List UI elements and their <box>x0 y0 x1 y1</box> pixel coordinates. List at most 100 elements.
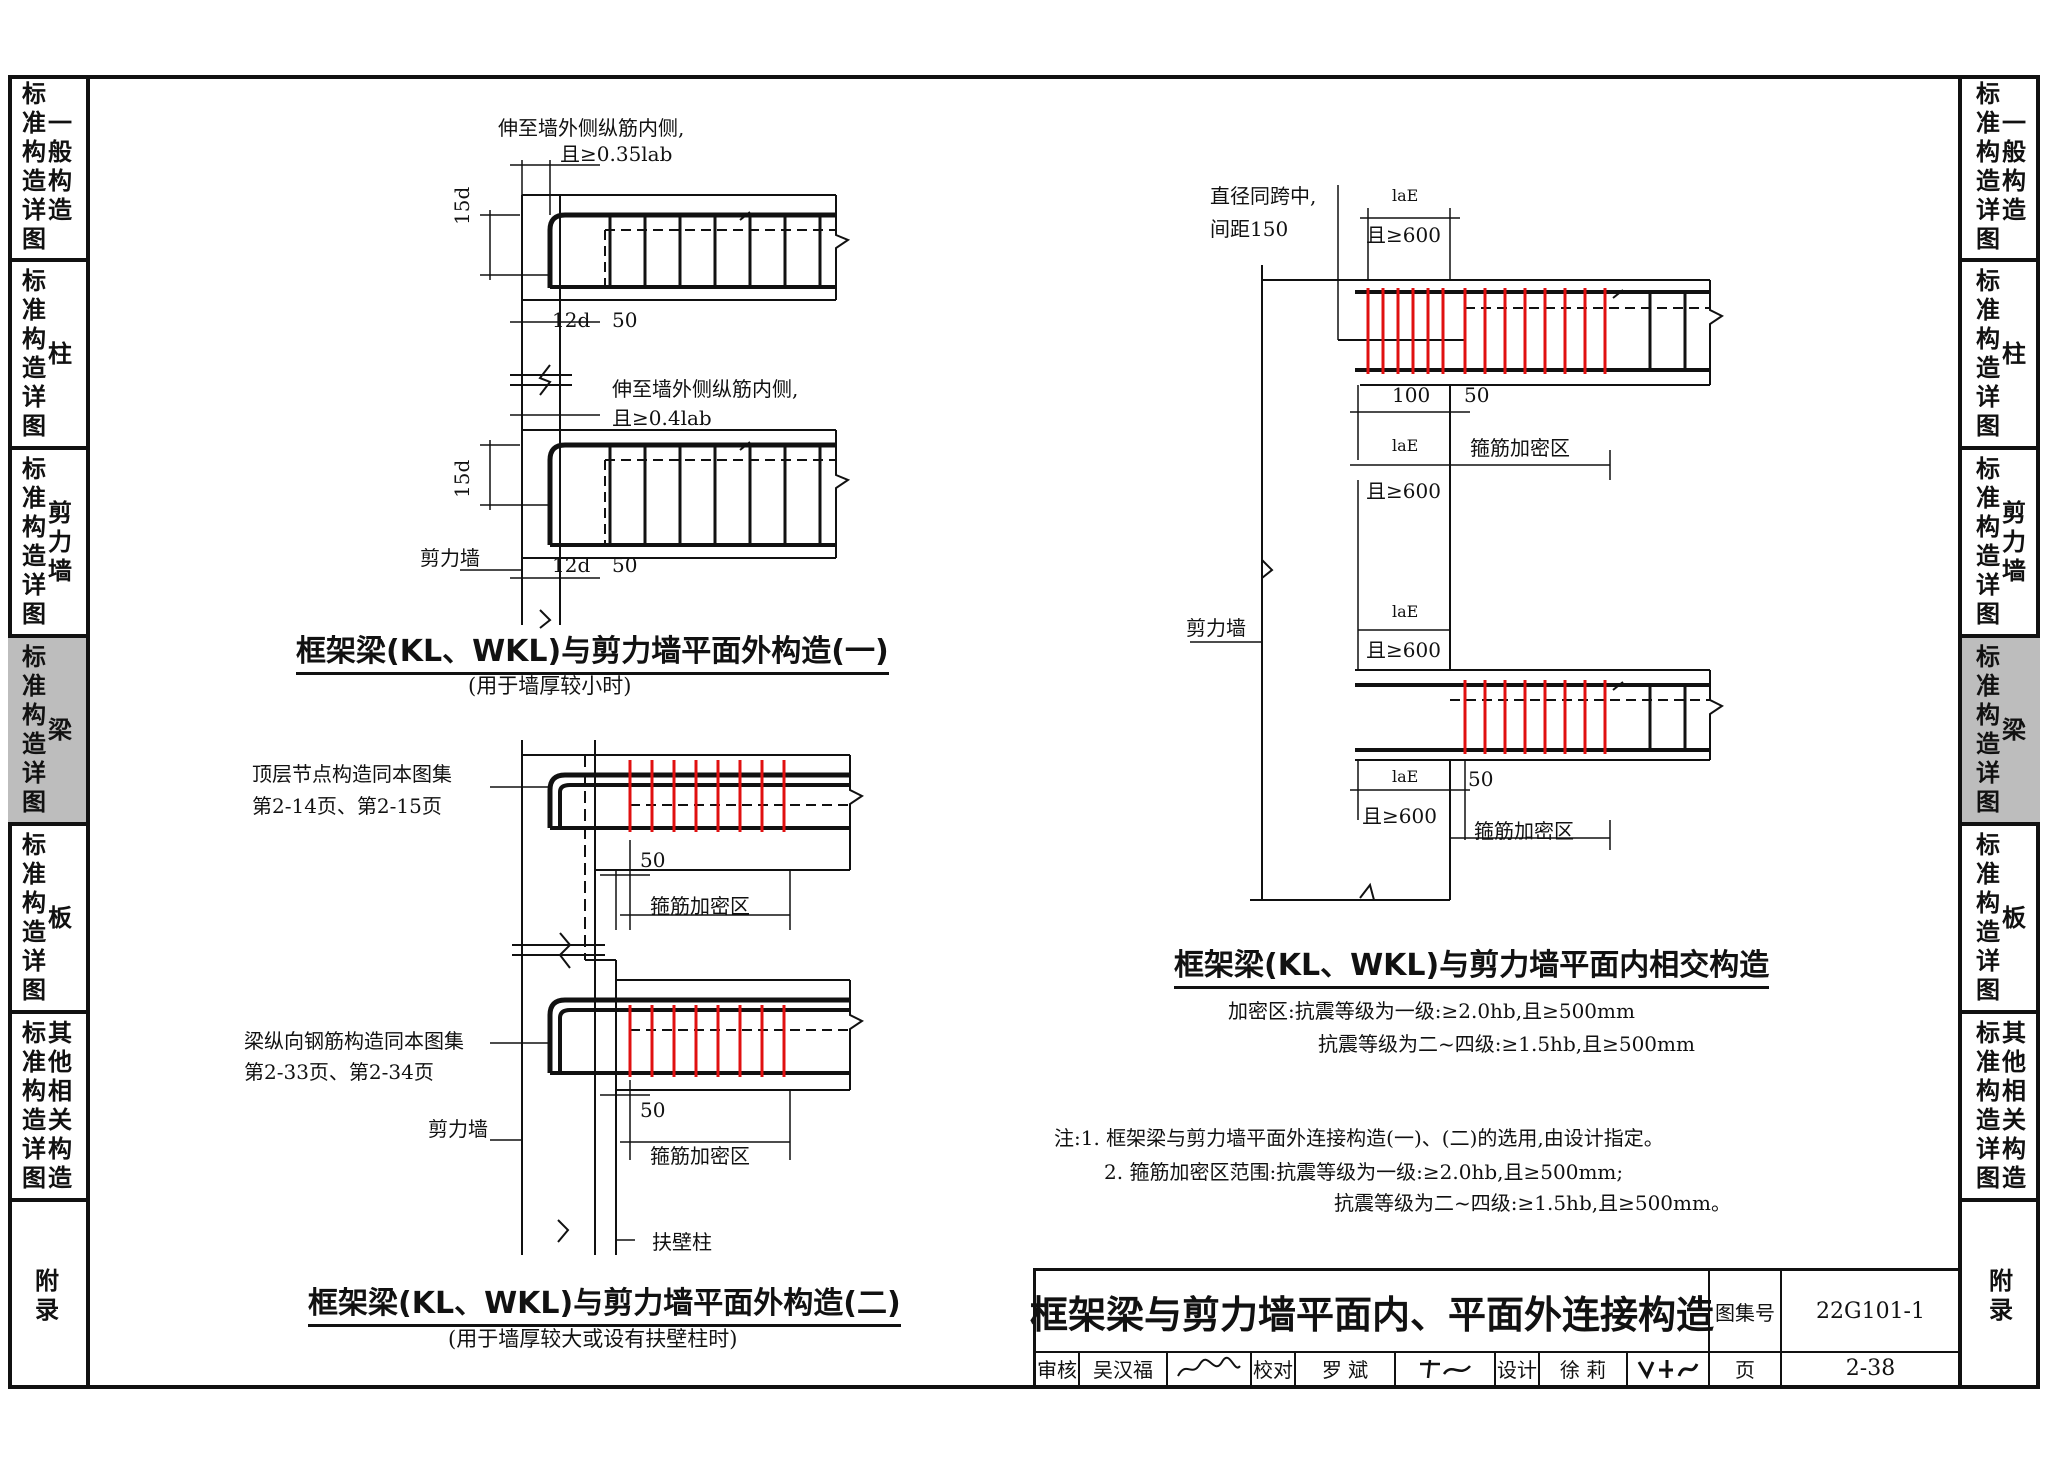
right-tab-0[interactable]: 标准构造详图一般构造 <box>1962 75 2040 262</box>
d1-dim-12d-b: 12d <box>552 553 591 577</box>
design-label: 设计 <box>1496 1351 1540 1386</box>
d2-dim-50-a: 50 <box>640 848 666 872</box>
d3-note-1: 直径同跨中, <box>1210 184 1317 208</box>
tab-category-label: 标准构造详图 <box>1976 1019 2000 1192</box>
right-tab-4[interactable]: 标准构造详图板 <box>1962 826 2040 1014</box>
title-block-title: 框架梁与剪力墙平面内、平面外连接构造 <box>1030 1271 1714 1351</box>
tab-category-label: 标准构造详图 <box>1976 643 2000 816</box>
check-label: 校对 <box>1252 1351 1296 1386</box>
design-signature <box>1628 1351 1710 1386</box>
d2-note-mid-2: 第2-33页、第2-34页 <box>244 1060 434 1084</box>
right-tab-5[interactable]: 标准构造详图其他相关构造 <box>1962 1014 2040 1202</box>
d3-600-3: 且≥600 <box>1366 638 1441 662</box>
d3-wall-label: 剪力墙 <box>1186 616 1246 640</box>
d2-subtitle: (用于墙厚较大或设有扶壁柱时) <box>448 1327 738 1351</box>
left-tab-1[interactable]: 标准构造详图柱 <box>8 262 86 450</box>
d3-dense-zone-b: 箍筋加密区 <box>1474 819 1574 843</box>
diagram3-drawing <box>1190 185 1724 901</box>
right-tab-3[interactable]: 标准构造详图梁 <box>1962 638 2040 826</box>
check-signature <box>1396 1351 1496 1386</box>
d1-subtitle: (用于墙厚较小时) <box>468 674 632 698</box>
left-tab-5[interactable]: 标准构造详图其他相关构造 <box>8 1014 86 1202</box>
d1-dim-12d-a: 12d <box>552 308 591 332</box>
tab-section-label: 梁 <box>48 715 72 744</box>
drawing-frame <box>86 75 1962 1389</box>
d3-rule-1: 加密区:抗震等级为一级:≥2.0hb,且≥500mm <box>1228 999 1635 1023</box>
tab-category-label: 标准构造详图 <box>22 455 46 628</box>
tab-section-label: 其他相关构造 <box>2002 1019 2026 1192</box>
title-block: 框架梁与剪力墙平面内、平面外连接构造 图集号 22G101-1 审核 吴汉福 校… <box>1030 1268 1962 1389</box>
tab-section-label: 一般构造 <box>2002 108 2026 224</box>
tab-section-label: 其他相关构造 <box>48 1019 72 1192</box>
tab-section-label: 梁 <box>2002 715 2026 744</box>
review-signature <box>1168 1351 1252 1386</box>
d1-wall-label: 剪力墙 <box>420 546 480 570</box>
d2-wall-label: 剪力墙 <box>428 1117 488 1141</box>
d2-dim-50-b: 50 <box>640 1098 666 1122</box>
d1-dim-50-b: 50 <box>612 553 638 577</box>
d3-rule-2: 抗震等级为二~四级:≥1.5hb,且≥500mm <box>1318 1032 1695 1056</box>
d1-note-top-2: 且≥0.35lab <box>560 142 673 166</box>
review-label: 审核 <box>1036 1351 1080 1386</box>
tab-category-label: 标准构造详图 <box>1976 455 2000 628</box>
d3-dim-50-b: 50 <box>1468 767 1494 791</box>
d2-note-top-1: 顶层节点构造同本图集 <box>252 762 452 786</box>
tab-category-label: 标准构造详图 <box>22 831 46 1004</box>
page-number: 2-38 <box>1845 1356 1896 1381</box>
d3-dim-100: 100 <box>1392 383 1431 407</box>
left-tab-4[interactable]: 标准构造详图板 <box>8 826 86 1014</box>
tab-category-label: 标准构造详图 <box>22 643 46 816</box>
d2-note-mid-1: 梁纵向钢筋构造同本图集 <box>244 1029 464 1053</box>
tab-section-label: 板 <box>48 903 72 932</box>
d1-note-mid-1: 伸至墙外侧纵筋内侧, <box>612 377 799 401</box>
tab-section-label: 剪力墙 <box>2002 498 2026 585</box>
note-line-1: 注:1. 框架梁与剪力墙平面外连接构造(一)、(二)的选用,由设计指定。 <box>1054 1126 1664 1150</box>
d2-dense-zone-b: 箍筋加密区 <box>650 1144 750 1168</box>
tab-category-label: 标准构造详图 <box>1976 267 2000 440</box>
d3-lae-4: laE <box>1392 767 1419 786</box>
left-tab-3[interactable]: 标准构造详图梁 <box>8 638 86 826</box>
tab-section-label: 一般构造 <box>48 108 72 224</box>
d1-note-mid-2: 且≥0.4lab <box>612 406 712 430</box>
d2-note-top-2: 第2-14页、第2-15页 <box>252 794 442 818</box>
tab-section-label: 柱 <box>48 339 72 368</box>
d1-dim-15d-b: 15d <box>450 459 474 498</box>
d2-dense-zone-a: 箍筋加密区 <box>650 894 750 918</box>
d3-lae-2: laE <box>1392 436 1419 455</box>
left-tab-0[interactable]: 标准构造详图一般构造 <box>8 75 86 262</box>
d1-dim-50-a: 50 <box>612 308 638 332</box>
d3-600-2: 且≥600 <box>1366 479 1441 503</box>
d3-note-2: 间距150 <box>1210 217 1289 241</box>
tab-category-label: 标准构造详图 <box>1976 831 2000 1004</box>
d3-title: 框架梁(KL、WKL)与剪力墙平面内相交构造 <box>1174 940 1770 989</box>
atlas-label: 图集号 <box>1710 1271 1782 1351</box>
d3-600-4: 且≥600 <box>1362 804 1437 828</box>
d3-dense-zone-a: 箍筋加密区 <box>1470 436 1570 460</box>
tab-section-label: 板 <box>2002 903 2026 932</box>
right-tab-6[interactable]: 附录 <box>1962 1202 2040 1389</box>
page-label: 页 <box>1710 1351 1782 1386</box>
d1-title: 框架梁(KL、WKL)与剪力墙平面外构造(一) <box>296 626 889 675</box>
atlas-number: 22G101-1 <box>1816 1298 1925 1324</box>
d2-pilaster-label: 扶壁柱 <box>652 1230 712 1254</box>
left-tab-2[interactable]: 标准构造详图剪力墙 <box>8 450 86 638</box>
d3-dim-50-a: 50 <box>1464 383 1490 407</box>
diagram2-drawing <box>490 740 864 1255</box>
d2-title: 框架梁(KL、WKL)与剪力墙平面外构造(二) <box>308 1278 901 1327</box>
left-tab-6[interactable]: 附录 <box>8 1202 86 1389</box>
tab-section-label: 柱 <box>2002 339 2026 368</box>
review-name: 吴汉福 <box>1080 1351 1168 1386</box>
check-name: 罗 斌 <box>1296 1351 1396 1386</box>
tab-category-label: 标准构造详图 <box>22 1019 46 1192</box>
d3-lae-1: laE <box>1392 186 1419 205</box>
tab-category-label: 标准构造详图 <box>22 267 46 440</box>
right-tab-1[interactable]: 标准构造详图柱 <box>1962 262 2040 450</box>
d1-note-top-1: 伸至墙外侧纵筋内侧, <box>498 116 685 140</box>
right-tab-2[interactable]: 标准构造详图剪力墙 <box>1962 450 2040 638</box>
d3-lae-3: laE <box>1392 602 1419 621</box>
note-line-3: 抗震等级为二~四级:≥1.5hb,且≥500mm。 <box>1334 1191 1731 1215</box>
tab-section-label: 附录 <box>35 1266 59 1324</box>
tab-section-label: 附录 <box>1989 1266 2013 1324</box>
tab-category-label: 标准构造详图 <box>1976 79 2000 253</box>
note-line-2: 2. 箍筋加密区范围:抗震等级为一级:≥2.0hb,且≥500mm; <box>1104 1160 1624 1184</box>
